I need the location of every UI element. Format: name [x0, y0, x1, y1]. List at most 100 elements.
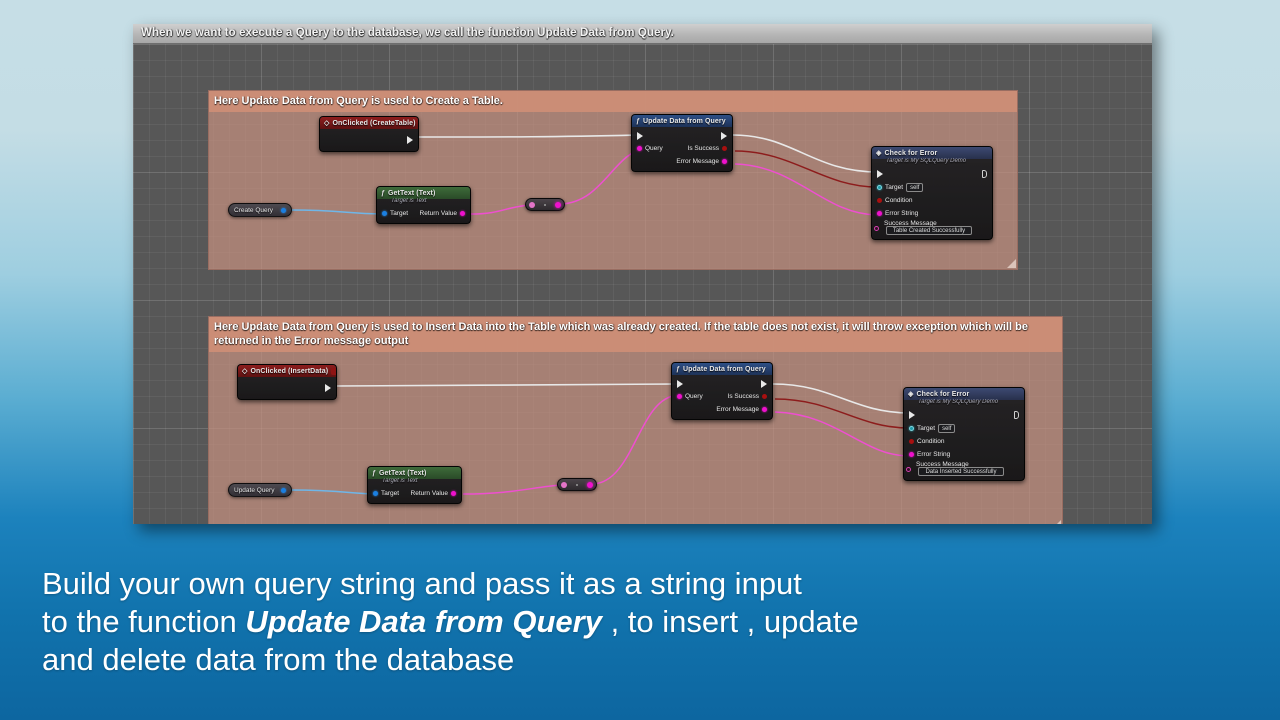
query-input-pin[interactable] — [677, 394, 682, 399]
node-body: Target self Condition Error String Succe… — [904, 406, 1024, 480]
error-string-label: Error String — [917, 451, 951, 458]
success-message-label: Success Message — [884, 220, 937, 227]
exec-input-pin[interactable] — [637, 131, 643, 140]
event-icon: ◇ — [324, 120, 330, 127]
success-message-input-pin[interactable] — [874, 226, 879, 231]
exec-output-pin[interactable] — [407, 136, 413, 144]
exec-output-pin[interactable] — [761, 379, 767, 388]
query-input-label: Query — [685, 393, 703, 400]
target-input-pin[interactable] — [382, 211, 387, 216]
variable-output-pin[interactable] — [281, 487, 286, 493]
return-value-pin[interactable] — [451, 491, 456, 496]
return-value-pin[interactable] — [460, 211, 465, 216]
node-body — [320, 129, 418, 151]
node-check-for-error-1[interactable]: ◈ Check for Error Target is My SQLQuery … — [871, 146, 993, 240]
node-header: ◇ OnClicked (CreateTable) — [320, 117, 418, 129]
function-icon: ƒ — [372, 469, 376, 477]
exec-input-pin[interactable] — [877, 170, 883, 178]
return-value-label: Return Value — [410, 490, 448, 497]
success-message-row: Success Message Data Inserted Successful… — [904, 461, 1024, 477]
variable-label: Update Query — [234, 486, 275, 494]
blueprint-graph-canvas[interactable]: Here Update Data from Query is used to C… — [133, 44, 1152, 524]
reroute-input-pin[interactable] — [561, 481, 567, 488]
exec-output-pin[interactable] — [1014, 411, 1019, 419]
node-header: ƒ GetText (Text) — [377, 187, 470, 199]
delegate-pin[interactable] — [331, 367, 336, 375]
reroute-center-dot — [576, 483, 578, 486]
node-check-for-error-2[interactable]: ◈ Check for Error Target is My SQLQuery … — [903, 387, 1025, 481]
resize-grip-icon[interactable] — [1007, 259, 1016, 268]
caption-line-1: Build your own query string and pass it … — [42, 566, 802, 601]
comment-box-create-table-label: Here Update Data from Query is used to C… — [209, 91, 1017, 112]
error-string-label: Error String — [885, 210, 919, 217]
node-header: ƒ GetText (Text) — [368, 467, 461, 479]
node-body: Target self Condition Error String Succe… — [872, 165, 992, 239]
node-gettext-1[interactable]: ƒ GetText (Text) Target is Text Target R… — [376, 186, 471, 224]
error-string-input-pin[interactable] — [877, 211, 882, 216]
function-icon: ◈ — [876, 150, 882, 157]
exec-input-pin[interactable] — [909, 411, 915, 419]
reroute-output-pin[interactable] — [555, 201, 561, 208]
event-icon: ◇ — [242, 368, 248, 375]
node-gettext-2[interactable]: ƒ GetText (Text) Target is Text Target R… — [367, 466, 462, 504]
caption-line-2-pre: to the function — [42, 604, 246, 639]
node-header: ◈ Check for Error — [872, 147, 992, 159]
function-icon: ƒ — [676, 365, 680, 373]
target-label: Target — [917, 425, 936, 432]
condition-input-pin[interactable] — [909, 439, 914, 444]
exec-output-pin[interactable] — [982, 170, 987, 178]
blueprint-screenshot-panel: When we want to execute a Query to the d… — [133, 24, 1152, 524]
exec-output-pin[interactable] — [325, 384, 331, 392]
target-input-pin[interactable] — [877, 185, 882, 190]
success-message-input-pin[interactable] — [906, 467, 911, 472]
target-value-field[interactable]: self — [906, 183, 924, 192]
node-title: Check for Error — [884, 149, 938, 157]
target-input-pin[interactable] — [909, 426, 914, 431]
target-input-label: Target — [390, 210, 409, 217]
comment-box-insert-data-label: Here Update Data from Query is used to I… — [209, 317, 1062, 352]
error-message-pin[interactable] — [762, 407, 767, 412]
error-message-pin[interactable] — [722, 159, 727, 164]
slide-caption: Build your own query string and pass it … — [42, 565, 1042, 679]
node-onclicked-createtable[interactable]: ◇ OnClicked (CreateTable) — [319, 116, 419, 152]
reroute-input-pin[interactable] — [529, 201, 535, 208]
caption-line-3: and delete data from the database — [42, 642, 515, 677]
node-body: Query Is Success Error Message — [632, 127, 732, 171]
reroute-node-2[interactable] — [557, 478, 597, 491]
query-input-pin[interactable] — [637, 146, 642, 151]
blueprint-title-bar: When we want to execute a Query to the d… — [133, 24, 1152, 44]
node-title: GetText (Text) — [388, 189, 436, 197]
node-header: ƒ Update Data from Query — [632, 115, 732, 127]
node-update-data-from-query-1[interactable]: ƒ Update Data from Query Query Is Succes… — [631, 114, 733, 172]
node-update-data-from-query-2[interactable]: ƒ Update Data from Query Query Is Succes… — [671, 362, 773, 420]
target-label: Target — [885, 184, 904, 191]
is-success-label: Is Success — [687, 145, 719, 152]
target-input-pin[interactable] — [373, 491, 378, 496]
success-message-value-field[interactable]: Data Inserted Successfully — [918, 467, 1004, 476]
variable-get-update-query[interactable]: Update Query — [228, 483, 292, 497]
exec-output-pin[interactable] — [721, 131, 727, 140]
target-value-field[interactable]: self — [938, 424, 956, 433]
reroute-center-dot — [544, 203, 546, 206]
node-header: ƒ Update Data from Query — [672, 363, 772, 375]
error-string-input-pin[interactable] — [909, 452, 914, 457]
is-success-pin[interactable] — [762, 394, 767, 399]
node-title: GetText (Text) — [379, 469, 427, 477]
node-header: ◇ OnClicked (InsertData) — [238, 365, 336, 377]
variable-get-create-query[interactable]: Create Query — [228, 203, 292, 217]
reroute-node-1[interactable] — [525, 198, 565, 211]
success-message-label: Success Message — [916, 461, 969, 468]
node-body: Target Return Value — [377, 205, 470, 223]
exec-input-pin[interactable] — [677, 379, 683, 388]
condition-input-pin[interactable] — [877, 198, 882, 203]
query-input-label: Query — [645, 145, 663, 152]
resize-grip-icon[interactable] — [1052, 520, 1061, 524]
success-message-row: Success Message Table Created Successful… — [872, 220, 992, 236]
node-title: Update Data from Query — [683, 365, 766, 373]
condition-label: Condition — [885, 197, 913, 204]
reroute-output-pin[interactable] — [587, 481, 593, 488]
node-onclicked-insertdata[interactable]: ◇ OnClicked (InsertData) — [237, 364, 337, 400]
success-message-value-field[interactable]: Table Created Successfully — [886, 226, 972, 235]
variable-output-pin[interactable] — [281, 207, 286, 213]
is-success-pin[interactable] — [722, 146, 727, 151]
